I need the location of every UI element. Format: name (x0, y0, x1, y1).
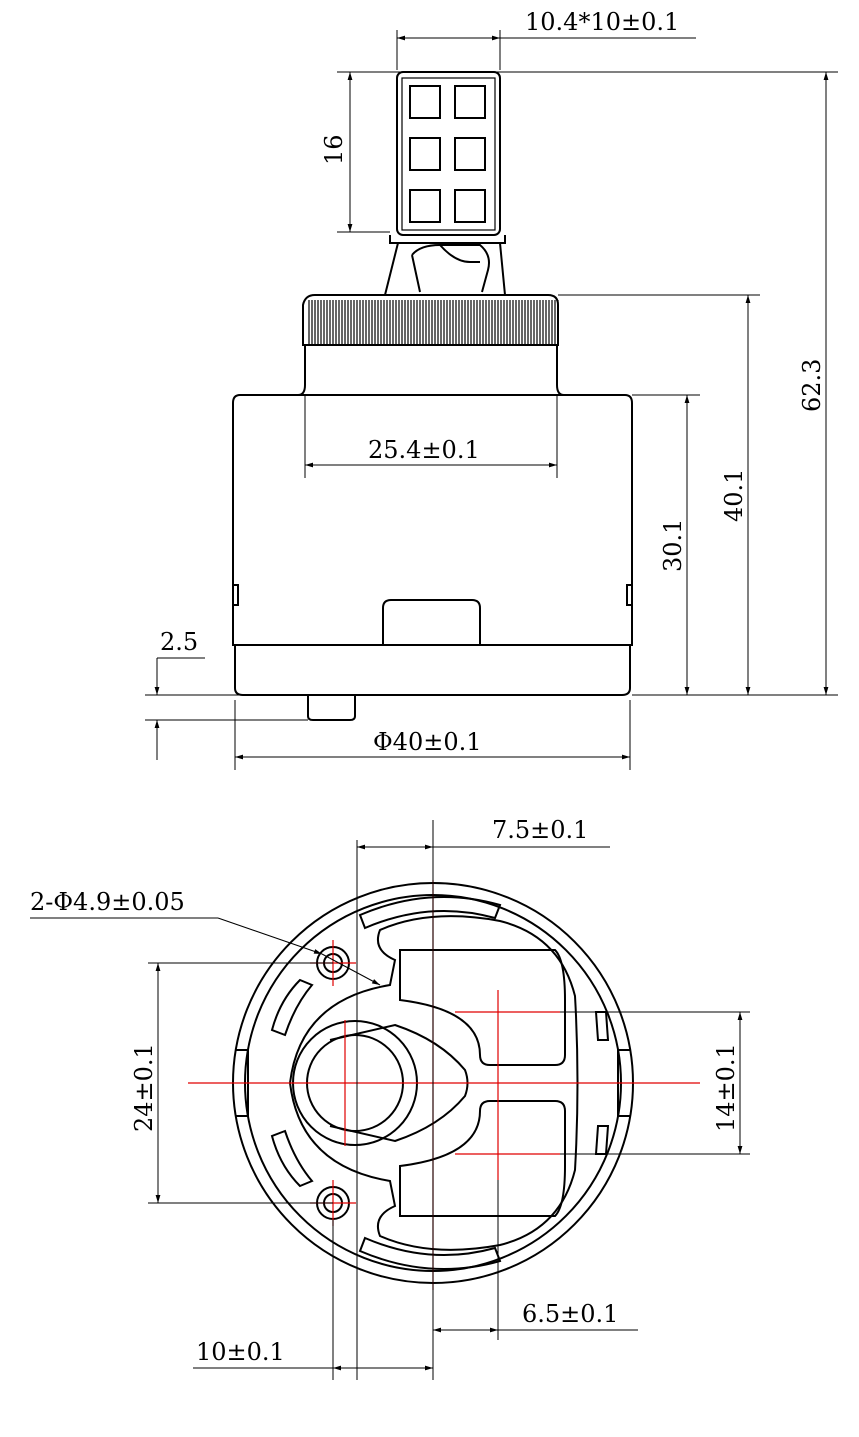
knurl-ridge (386, 300, 391, 345)
knurl-ridge (410, 300, 415, 345)
stem-size-label: 10.4*10±0.1 (525, 8, 679, 36)
dimension-lines (145, 30, 838, 770)
knurl-ridge (542, 300, 547, 345)
knurl-ridge (548, 300, 553, 345)
offset-left-label: 10±0.1 (196, 1338, 285, 1366)
knurl-ridge (530, 300, 535, 345)
knurl-ridge (500, 300, 505, 345)
knurl-ridge (536, 300, 541, 345)
knurl-ridge (452, 300, 457, 345)
knurl-ridge (368, 300, 373, 345)
bottom-view: 7.5±0.1 2-Φ4.9±0.05 24±0.1 14±0.1 6.5±0.… (30, 816, 750, 1380)
knurl-ridge (434, 300, 439, 345)
knurl-ridge (494, 300, 499, 345)
knurl-ridge (320, 300, 325, 345)
knurl-ridge (506, 300, 511, 345)
knurl-ridge (470, 300, 475, 345)
knurl-ridge (374, 300, 379, 345)
cartridge-body (232, 394, 633, 721)
knurl-ridge (524, 300, 529, 345)
stem (384, 71, 506, 296)
knurl-ridge (458, 300, 463, 345)
offset-top-label: 7.5±0.1 (492, 816, 588, 844)
knurl-ridge (440, 300, 445, 345)
knurl-ridge (326, 300, 331, 345)
knurl-ridge (446, 300, 451, 345)
side-view: 10.4*10±0.1 16 62.3 40.1 30.1 25.4±0.1 2… (145, 8, 838, 770)
knurl-ridge (314, 300, 319, 345)
knurl-ridge (416, 300, 421, 345)
knurl-ridge (380, 300, 385, 345)
ring-height-label: 40.1 (720, 469, 748, 522)
body-height-label: 30.1 (659, 519, 687, 572)
total-height-label: 62.3 (798, 359, 826, 412)
port-spacing-label: 14±0.1 (712, 1043, 740, 1132)
knurl-ridge (344, 300, 349, 345)
knurl-ridge (308, 300, 313, 345)
knurl-ridge (392, 300, 397, 345)
knurl-ridge (356, 300, 361, 345)
hole-spacing-label: 24±0.1 (130, 1043, 158, 1132)
offset-right-label: 6.5±0.1 (522, 1300, 618, 1328)
knurl-ridge (422, 300, 427, 345)
centerlines (188, 880, 700, 1290)
knurl-ridge (362, 300, 367, 345)
collar-diameter-label: 25.4±0.1 (368, 436, 480, 464)
knurl-ridge (350, 300, 355, 345)
knurl-ridge (518, 300, 523, 345)
knurl-ridge (476, 300, 481, 345)
pin-height-label: 2.5 (160, 628, 198, 656)
knurl-ridge (398, 300, 403, 345)
knurl-ridge (488, 300, 493, 345)
bottom-dimension-lines (30, 820, 750, 1380)
stem-height-label: 16 (320, 134, 348, 165)
hole-spec-label: 2-Φ4.9±0.05 (30, 888, 185, 916)
knurl-ridge (332, 300, 337, 345)
body-diameter-label: Φ40±0.1 (373, 728, 482, 756)
knurl-ridge (338, 300, 343, 345)
knurl-ridge (464, 300, 469, 345)
knurl-ridge (512, 300, 517, 345)
knurl-ridge (554, 300, 559, 345)
knurl-ridge (404, 300, 409, 345)
knurled-ring (297, 294, 565, 396)
knurl-ridge (482, 300, 487, 345)
knurl-ridge (428, 300, 433, 345)
